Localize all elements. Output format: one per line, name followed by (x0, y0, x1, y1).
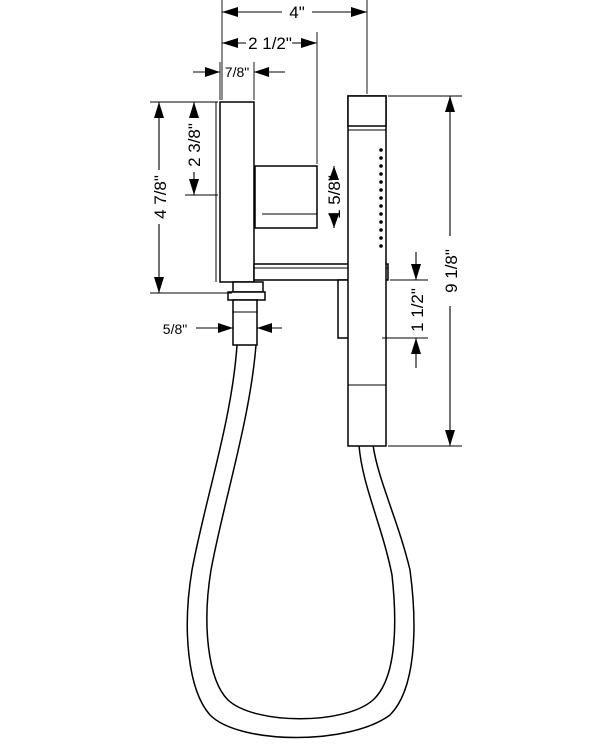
dimension-label-holder-offset: 2 1/2" (248, 34, 292, 53)
spray-nozzles (379, 148, 383, 248)
dimension-label-wall-plate-height: 4 7/8" (151, 175, 170, 219)
shower-hose (186, 344, 415, 739)
hose-connector-body (232, 299, 258, 346)
wall-outlet (215, 101, 266, 346)
hose-connector-upper (232, 281, 264, 293)
dimension-label-handle-height: 1 1/2" (408, 288, 427, 332)
dimension-label-outlet-height: 2 3/8" (185, 123, 204, 167)
dimension-handshower-length: 9 1/8" (388, 95, 462, 447)
wall-plate (219, 101, 255, 283)
dimension-handle-height: 1 1/2" (382, 252, 428, 368)
holder-block (254, 165, 318, 229)
handshower-head-cap (347, 95, 387, 127)
dimension-outlet-diameter: 5/8" (163, 302, 282, 342)
dimension-outlet-height: 2 3/8" (185, 102, 218, 196)
dimension-holder-offset: 2 1/2" (222, 32, 318, 164)
dimension-overall-width: 4" (221, 0, 368, 100)
hose-connector-nut (227, 291, 266, 301)
dimension-wall-plate-height: 4 7/8" (150, 101, 232, 294)
dimension-label-outlet-diameter: 5/8" (163, 321, 187, 337)
dimension-label-overall-width: 4" (289, 3, 305, 22)
dimension-label-wall-plate-depth: 7/8" (225, 64, 249, 80)
dimension-label-handshower-length: 9 1/8" (442, 249, 461, 293)
dimension-wall-plate-depth: 7/8" (193, 62, 285, 100)
dimension-holder-height: 1 5/8" (325, 166, 344, 228)
handshower (347, 95, 387, 447)
handshower-body (347, 95, 387, 447)
dimension-label-holder-height: 1 5/8" (325, 175, 344, 219)
